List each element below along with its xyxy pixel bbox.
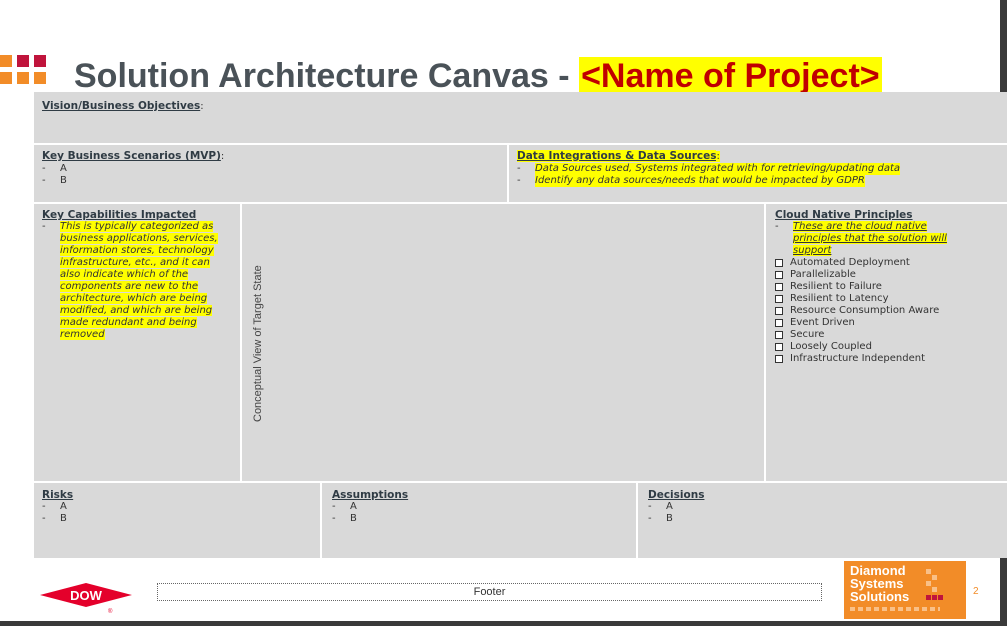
diamond-systems-logo: Diamond Systems Solutions [844, 561, 966, 619]
checkbox-icon [775, 271, 783, 279]
title-main: Solution Architecture Canvas - [74, 57, 580, 95]
principle-item: Resilient to Failure [775, 281, 997, 293]
divider-h3 [34, 481, 1007, 483]
list-item: -B [332, 513, 357, 524]
principle-item: Resource Consumption Aware [775, 305, 997, 317]
checkbox-icon [775, 295, 783, 303]
list-item: -A [42, 501, 67, 512]
list-item: -B [42, 175, 67, 186]
slide-edge-bottom [0, 621, 1007, 626]
divider-h2 [34, 202, 1007, 204]
slide-title: Solution Architecture Canvas - <Name of … [74, 55, 882, 97]
principle-item: Automated Deployment [775, 257, 997, 269]
principle-item: Loosely Coupled [775, 341, 997, 353]
risks-heading: Risks [42, 489, 74, 501]
svg-text:®: ® [108, 608, 113, 614]
vision-section: Vision/Business Objectives: [42, 100, 942, 116]
list-item: -A [42, 163, 67, 174]
dow-logo: DOW ® [40, 583, 132, 614]
list-item: -Data Sources used, Systems integrated w… [517, 163, 901, 175]
capabilities-heading: Key Capabilities Impacted [42, 209, 197, 221]
principle-item: Secure [775, 329, 997, 341]
assumptions-section: Assumptions -A -B [332, 489, 627, 549]
divider-v1 [507, 143, 509, 203]
page-number: 2 [973, 586, 979, 597]
cloud-native-heading: Cloud Native Principles [775, 209, 913, 221]
principle-item: Event Driven [775, 317, 997, 329]
list-item: -A [648, 501, 673, 512]
divider-v5 [636, 481, 638, 558]
checkbox-icon [775, 343, 783, 351]
checkbox-icon [775, 259, 783, 267]
checkbox-icon [775, 331, 783, 339]
list-item: -Identify any data sources/needs that wo… [517, 175, 865, 187]
divider-v2 [240, 202, 242, 482]
vision-heading: Vision/Business Objectives [42, 100, 201, 112]
svg-text:DOW: DOW [70, 588, 103, 603]
footer-text: Footer [157, 583, 822, 601]
checkbox-icon [775, 319, 783, 327]
assumptions-heading: Assumptions [332, 489, 409, 501]
divider-v3 [764, 202, 766, 482]
checkbox-icon [775, 355, 783, 363]
principle-item: Infrastructure Independent [775, 353, 997, 365]
checkbox-icon [775, 283, 783, 291]
list-item: -B [648, 513, 673, 524]
corner-logo-squares [0, 55, 48, 85]
data-integrations-section: Data Integrations & Data Sources: -Data … [517, 150, 997, 195]
cloud-native-section: Cloud Native Principles - These are the … [775, 209, 997, 479]
decisions-section: Decisions -A -B [648, 489, 948, 549]
conceptual-view-label: Conceptual View of Target State [252, 265, 264, 422]
checkbox-icon [775, 307, 783, 315]
scenarios-heading: Key Business Scenarios (MVP) [42, 150, 221, 162]
principle-item: Parallelizable [775, 269, 997, 281]
scenarios-section: Key Business Scenarios (MVP): -A -B [42, 150, 502, 195]
list-item: -B [42, 513, 67, 524]
decisions-heading: Decisions [648, 489, 705, 501]
capabilities-note: - This is typically categorized as busin… [42, 221, 218, 340]
principle-item: Resilient to Latency [775, 293, 997, 305]
capabilities-section: Key Capabilities Impacted - This is typi… [42, 209, 236, 479]
title-project-name: <Name of Project> [579, 57, 882, 95]
data-integrations-heading: Data Integrations & Data Sources [517, 150, 717, 162]
risks-section: Risks -A -B [42, 489, 312, 549]
list-item: -A [332, 501, 357, 512]
cloud-native-note: - These are the cloud native principles … [775, 221, 947, 256]
divider-h1 [34, 143, 1007, 145]
divider-v4 [320, 481, 322, 558]
